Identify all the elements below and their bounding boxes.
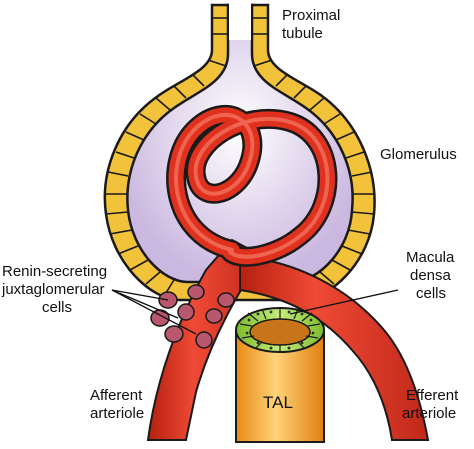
macula-densa-cell-borders [239, 308, 321, 352]
thick-ascending-limb [235, 307, 325, 443]
label-efferent-line1: Efferent [406, 387, 459, 404]
glomerulus-capillaries [166, 104, 338, 267]
tal-lumen [249, 318, 311, 346]
label-macula-line1: Macula [406, 249, 455, 266]
label-proximal-line2: tubule [282, 25, 323, 42]
juxtaglomerular-cells [150, 284, 235, 349]
label-tal: TAL [263, 393, 293, 412]
label-glomerulus: Glomerulus [380, 146, 457, 163]
leader-macula-densa [289, 289, 399, 315]
label-proximal-line1: Proximal [282, 7, 340, 24]
leader-renin-2 [111, 289, 179, 319]
macula-densa-nuclei [245, 310, 315, 350]
leader-renin-1 [111, 289, 169, 301]
leader-renin-3 [111, 289, 197, 335]
proximal-tubule-lumen [229, 0, 251, 40]
labels: Proximal tubule Glomerulus Renin-secreti… [1, 7, 459, 422]
label-afferent-line2: arteriole [90, 405, 144, 422]
label-afferent-line1: Afferent [90, 387, 143, 404]
label-renin-line2: juxtaglomerular [1, 281, 105, 298]
label-macula-line3: cells [416, 285, 446, 302]
label-renin-line3: cells [42, 299, 72, 316]
label-efferent-line2: arteriole [402, 405, 456, 422]
label-renin-line1: Renin-secreting [2, 263, 107, 280]
label-macula-line2: densa [410, 267, 452, 284]
leader-lines [111, 289, 399, 335]
